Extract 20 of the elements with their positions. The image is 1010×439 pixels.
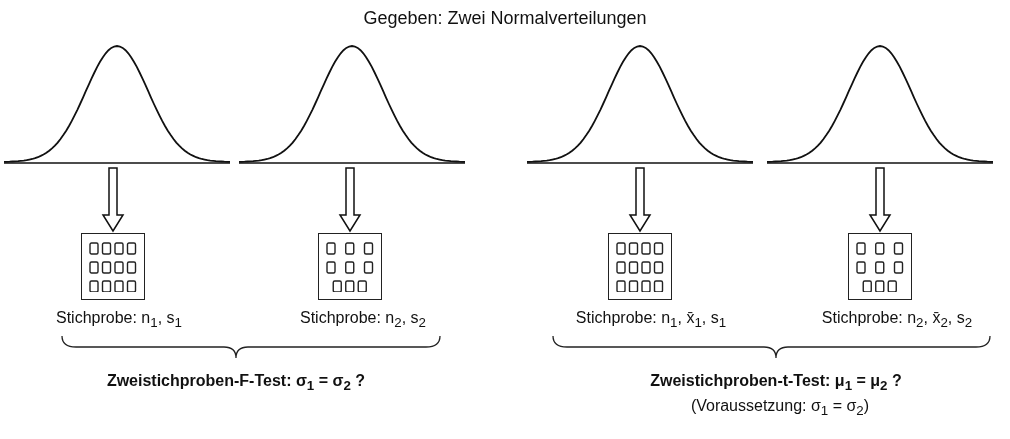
bell-curve-drawing [4, 42, 230, 164]
hollow-arrow [101, 167, 125, 233]
bell-curve-drawing [767, 42, 993, 164]
hollow-arrow [868, 167, 892, 233]
hollow-arrow [338, 167, 362, 233]
bell-curve-drawing [527, 42, 753, 164]
sample-label: Stichprobe: n$_{1}$, x̄$_{1}$, s$_{1}$ [574, 309, 728, 331]
test-heading: Zweistichproben-F-Test: σ$_{1}$ = σ$_{2}$ ? [105, 372, 367, 394]
sample-box [318, 233, 382, 300]
sample-label: Stichprobe: n$_{2}$, s$_{2}$ [299, 309, 427, 331]
sample-box [608, 233, 672, 300]
sample-box [848, 233, 912, 300]
hollow-arrow [628, 167, 652, 233]
bell-curve-drawing [239, 42, 465, 164]
note-text: (Voraussetzung: σ$_{1}$ = σ$_{2}$) [689, 397, 871, 419]
sample-label: Stichprobe: n$_{2}$, x̄$_{2}$, s$_{2}$ [820, 309, 974, 331]
diagram-title: Gegeben: Zwei Normalverteilungen [362, 8, 648, 29]
sample-box [81, 233, 145, 300]
test-heading: Zweistichproben-t-Test: μ$_{1}$ = μ$_{2}$ ? [649, 372, 903, 394]
sample-label: Stichprobe: n$_{1}$, s$_{1}$ [55, 309, 183, 331]
